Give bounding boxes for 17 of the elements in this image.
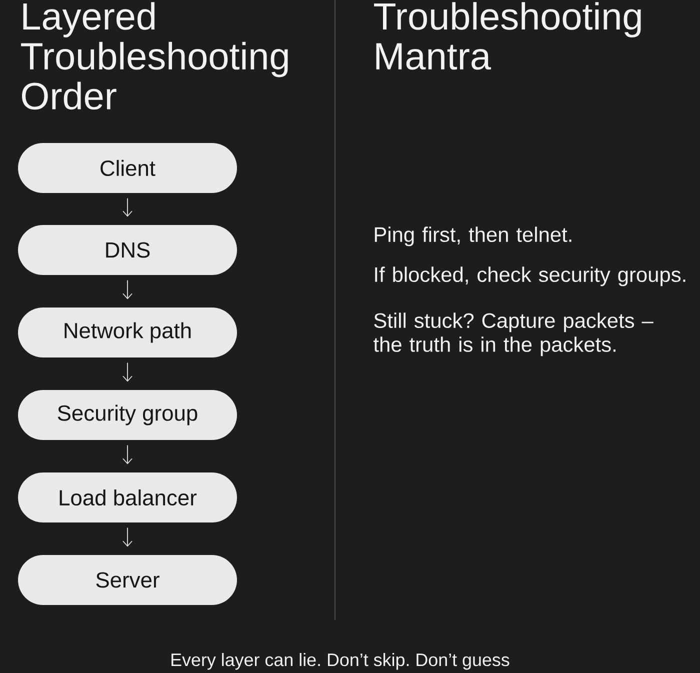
arrow <box>122 198 132 217</box>
pill-box: Client <box>18 143 237 193</box>
heading: Layered Troubleshooting Order <box>21 2 288 110</box>
caption: Every layer can lie. Don’t skip. Don’t guess <box>172 653 510 670</box>
pill-box: Network path <box>18 308 237 358</box>
note-text: Still stuck? Capture packets – the truth is in the packets. <box>374 312 654 356</box>
heading: Troubleshooting Mantra <box>374 2 641 70</box>
arrow <box>122 444 132 464</box>
pill-box: Load balancer <box>18 472 237 522</box>
arrow <box>122 280 132 300</box>
note-text: If blocked, check security groups. <box>375 266 686 286</box>
pill-box: Server <box>18 555 237 605</box>
pill-box: Security group <box>18 390 237 440</box>
arrow <box>122 527 132 547</box>
arrow <box>122 362 132 382</box>
pill-box: DNS <box>18 225 237 275</box>
note-text: Ping first, then telnet. <box>374 226 572 246</box>
